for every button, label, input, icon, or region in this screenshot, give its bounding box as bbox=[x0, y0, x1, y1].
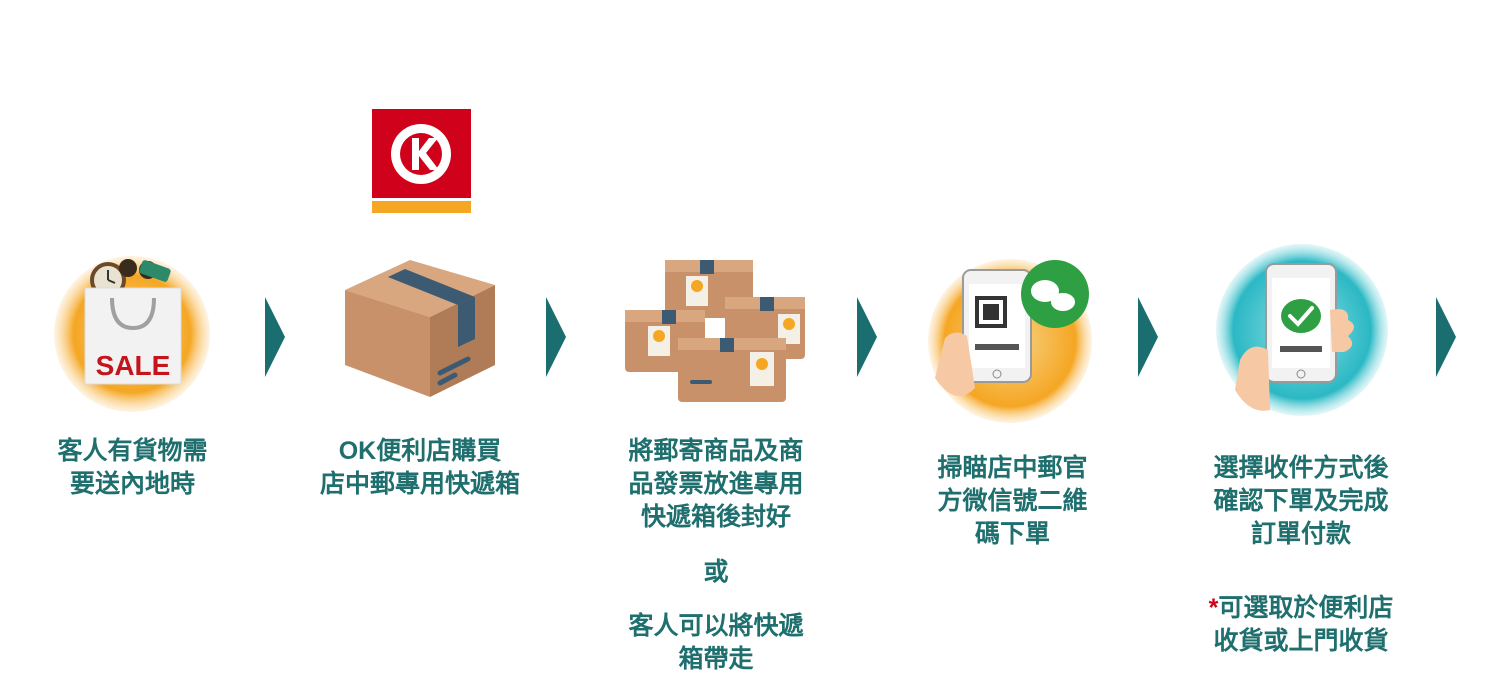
step-2-label: OK便利店購買 店中郵專用快遞箱 bbox=[319, 437, 520, 498]
parcel-box-icon bbox=[345, 260, 495, 397]
step-3-or: 或 bbox=[703, 558, 729, 586]
note-asterisk: * bbox=[1208, 594, 1219, 622]
step-3-label: 將郵寄商品及商 品發票放進專用 快遞箱後封好 bbox=[628, 437, 804, 531]
svg-text:SALE: SALE bbox=[96, 350, 171, 381]
shopping-bag-icon: SALE bbox=[54, 256, 210, 412]
step-5-note-text: 可選取於便利店 收貨或上門收貨 bbox=[1213, 594, 1394, 655]
payment-phone-icon bbox=[1216, 244, 1388, 416]
arrow-right-icon bbox=[265, 297, 285, 377]
step-5-note: *可選取於便利店 收貨或上門收貨 bbox=[1185, 592, 1417, 658]
step-3-alt: 客人可以將快遞 箱帶走 bbox=[628, 612, 804, 673]
step-4-label: 掃瞄店中郵官 方微信號二維 碼下單 bbox=[937, 454, 1088, 548]
arrow-right-icon bbox=[857, 297, 877, 377]
arrow-right-icon bbox=[1138, 297, 1158, 377]
wechat-qr-phone-icon bbox=[928, 259, 1092, 423]
step-1-label: 客人有貨物需 要送內地時 bbox=[57, 437, 208, 498]
arrow-right-icon bbox=[546, 297, 566, 377]
circle-k-logo bbox=[372, 109, 471, 213]
arrow-right-icon bbox=[1436, 297, 1456, 377]
stacked-boxes-icon bbox=[625, 260, 805, 402]
step-5-label: 選擇收件方式後 確認下單及完成 訂單付款 bbox=[1213, 454, 1389, 548]
